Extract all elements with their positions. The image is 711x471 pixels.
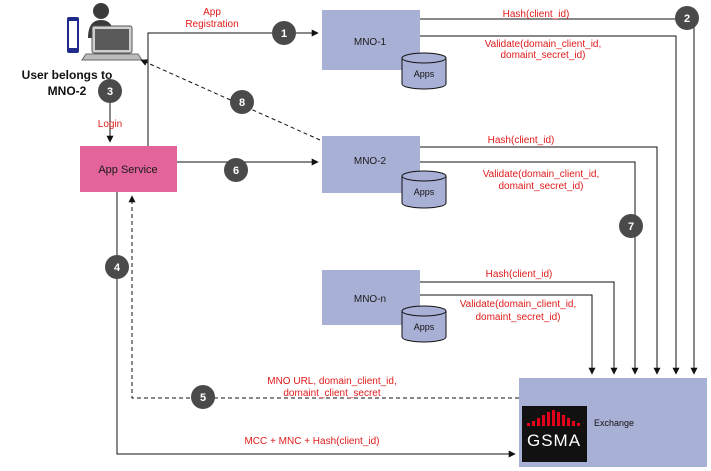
label-login: Login [98,119,122,130]
mno-2-db-label: Apps [414,187,435,197]
step-7-number: 7 [628,221,634,233]
step-6: 6 [224,158,248,182]
mno-1-apps-database: Apps [401,52,447,90]
mno-2-apps-database: Apps [401,170,447,209]
mno-2-label: MNO-2 [354,156,387,167]
step-7: 7 [619,214,643,238]
mno-1-label: MNO-1 [354,37,387,48]
label-mnon-hash: Hash(client_id) [486,269,553,280]
arrow-mno2-validate [420,161,639,375]
mno-n-apps-database: Apps [401,305,447,343]
step-5: 5 [191,385,215,409]
label-mnon-validate-1: Validate(domain_client_id, [460,299,577,310]
user-figure [67,3,143,61]
label-mno1-validate-2: domaint_secret_id) [500,50,585,61]
label-mno2-hash: Hash(client_id) [488,135,555,146]
app-service-label: App Service [98,164,157,176]
label-mno2-validate-2: domaint_secret_id) [498,181,583,192]
label-app-registration-1: App [203,7,221,18]
arrow-mno2-hash [420,146,661,375]
step-8-number: 8 [239,97,245,109]
step-5-number: 5 [200,392,206,404]
arrow-exchange-to-app-service [128,195,519,399]
mno-n-db-label: Apps [414,322,435,332]
gsma-logo-text: GSMA [527,431,581,450]
step-3-number: 3 [107,86,113,98]
step-6-number: 6 [233,165,239,177]
step-8: 8 [230,90,254,114]
step-4-number: 4 [114,262,121,274]
arrow-app-registration [147,29,319,146]
label-mno-url-1: MNO URL, domain_client_id, [267,376,397,387]
smartphone-icon [67,17,79,53]
app-service-box: App Service [80,146,177,192]
label-mnon-validate-2: domaint_secret_id) [475,312,560,323]
step-2: 2 [675,6,699,30]
label-mno1-validate-1: Validate(domain_client_id, [485,39,602,50]
arrow-app-service-to-exchange [116,192,516,458]
step-1-number: 1 [281,28,287,40]
mno-n-label: MNO-n [354,294,386,305]
label-app-registration-2: Registration [185,19,238,30]
mno-1-db-label: Apps [414,69,435,79]
gsma-logo: GSMA [522,406,587,462]
arrow-mno1-validate [420,35,680,375]
label-mno-url-2: domaint_client_secret [283,388,380,399]
step-4: 4 [105,255,129,279]
label-mcc-mnc: MCC + MNC + Hash(client_id) [244,436,379,447]
step-3: 3 [98,79,122,103]
step-2-number: 2 [684,13,690,25]
label-mno1-hash: Hash(client_id) [503,9,570,20]
step-1: 1 [272,21,296,45]
exchange-label: Exchange [594,418,634,428]
user-caption-line1: User belongs to [22,68,113,82]
arrow-mnon-validate [420,294,596,375]
label-mno2-validate-1: Validate(domain_client_id, [483,169,600,180]
user-caption-line2: MNO-2 [48,84,87,98]
arrow-mnon-hash [420,281,618,375]
laptop-icon [81,25,143,61]
